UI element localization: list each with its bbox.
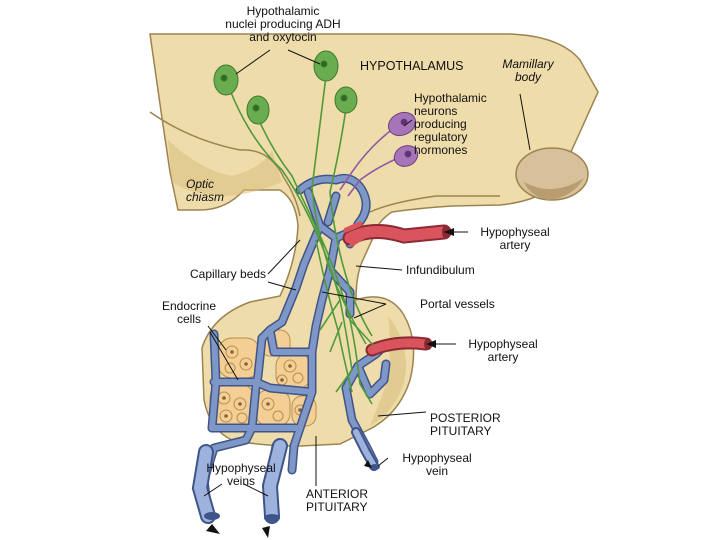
label-hypophyseal-vein: Hypophyseal vein (402, 451, 472, 478)
leader-lines (203, 49, 531, 497)
neurosecretory-axons (229, 75, 375, 405)
hypophyseal-arteries (342, 221, 452, 357)
label-portal-vessels: Portal vessels (420, 297, 495, 311)
label-anterior-pituitary: ANTERIOR PITUITARY (306, 487, 369, 514)
label-infundibulum: Infundibulum (406, 263, 475, 277)
label-hypophyseal-artery-lower: Hypophyseal artery (468, 337, 538, 364)
ventricle-outline (149, 111, 301, 217)
hypothalamus-shading (168, 140, 282, 196)
label-endocrine-cells: Endocrine cells (161, 299, 217, 326)
flow-arrows (206, 228, 454, 538)
mamillary-shade (524, 178, 584, 200)
hypophyseal-veins (191, 438, 288, 524)
regulatory-axons (339, 127, 399, 197)
cell-nuclei (222, 350, 302, 418)
label-capillary-beds: Capillary beds (190, 267, 267, 281)
label-hypophyseal-artery-upper: Hypophyseal artery (480, 225, 550, 252)
label-hypothalamic-nuclei: Hypothalamic nuclei producing ADH and ox… (225, 4, 341, 44)
label-posterior-pituitary: POSTERIOR PITUITARY (430, 411, 501, 438)
label-regulatory-neurons: Hypothalamic neurons producing regulator… (414, 91, 487, 157)
label-hypothalamus: HYPOTHALAMUS (360, 59, 464, 73)
label-mamillary-body: Mamillary body (502, 57, 554, 84)
label-optic-chiasm: Optic chiasm (186, 177, 225, 204)
hypophyseal-vein-right (351, 427, 380, 471)
hypothalamic-neurons-regulatory (387, 111, 419, 167)
hypothalamic-neurons-adh (213, 50, 358, 125)
label-hypophyseal-veins: Hypophyseal veins (206, 461, 276, 488)
hypothalamus-floor (369, 195, 500, 213)
